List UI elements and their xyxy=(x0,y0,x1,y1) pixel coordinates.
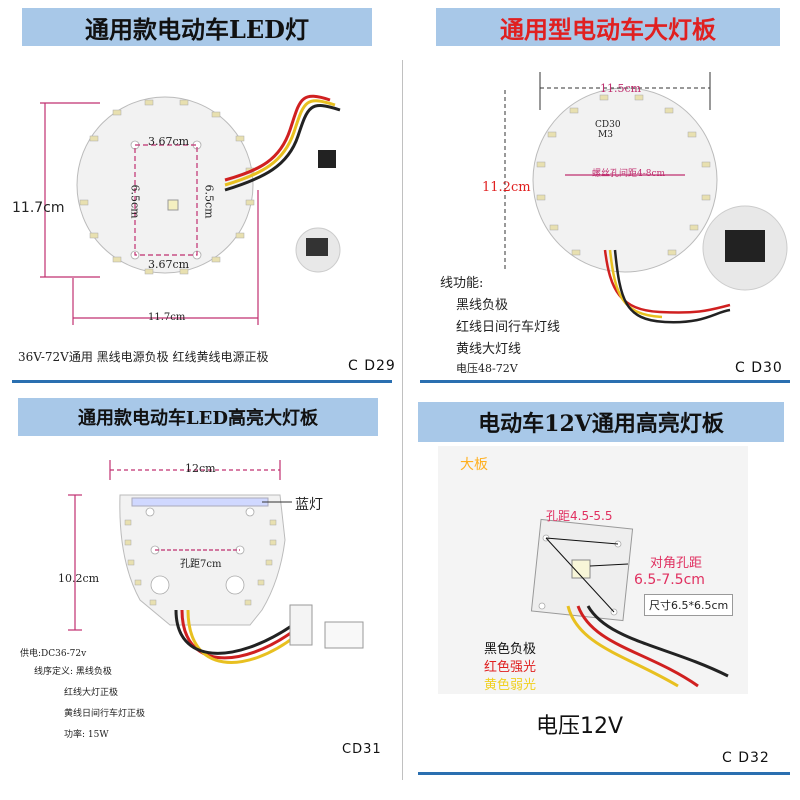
cd31-spec-3: 红线大灯正极 xyxy=(64,688,119,698)
cd31-dim-width: 12cm xyxy=(185,462,216,475)
cd31-spec-4: 黄线日间行车灯正极 xyxy=(64,709,146,719)
cd31-spec-2: 线序定义: 黑线负极 xyxy=(34,667,112,677)
cd30-divider xyxy=(420,380,790,383)
cd32-wire-black: 黑色负极 xyxy=(484,642,537,657)
cd29-dim-inner-bottom: 3.67cm xyxy=(148,258,190,271)
cd31-spec-5: 功率: 15W xyxy=(64,730,109,740)
cd31-hole-spacing: 孔距7cm xyxy=(180,559,222,570)
cd29-title: 通用款电动车LED灯 xyxy=(22,8,372,46)
cd30-voltage: 电压48-72V xyxy=(456,362,518,375)
cd32-board-diagram xyxy=(530,518,729,688)
cd31-board-diagram xyxy=(68,460,364,664)
cd32-diag-title: 对角孔距 xyxy=(650,556,703,571)
cd30-code: C D30 xyxy=(735,360,783,376)
cd32-wire-yellow: 黄色弱光 xyxy=(484,678,537,693)
cd31-spec-1: 供电:DC36-72v xyxy=(20,649,87,659)
cd29-dim-inner-top: 3.67cm xyxy=(148,135,190,148)
cd31-dim-height: 10.2cm xyxy=(58,572,100,585)
cd32-divider xyxy=(418,772,790,775)
cd30-board-code: CD30 xyxy=(595,120,621,130)
cd30-func-line-2: 红线日间行车灯线 xyxy=(456,320,561,335)
cd30-board-diagram xyxy=(504,72,788,324)
cd32-diag-range: 6.5-7.5cm xyxy=(634,572,705,588)
center-divider xyxy=(402,60,403,780)
cd30-board-sub: M3 xyxy=(598,130,613,140)
cd29-dim-inner-right: 6.5cm xyxy=(202,184,216,219)
cd32-big-label: 大板 xyxy=(460,457,488,473)
cd32-size: 尺寸6.5*6.5cm xyxy=(644,594,734,616)
cd29-dim-height: 11.7cm xyxy=(12,200,65,216)
cd32-title: 电动车12V通用高亮灯板 xyxy=(418,402,784,442)
cd29-dim-inner-left: 6.5cm xyxy=(128,184,142,219)
cd31-title: 通用款电动车LED高亮大灯板 xyxy=(18,398,378,436)
cd32-voltage: 电压12V xyxy=(536,714,624,739)
cd29-board-diagram xyxy=(40,94,341,325)
cd30-func-title: 线功能: xyxy=(440,276,484,291)
cd29-divider xyxy=(12,380,392,383)
cd29-dim-width: 11.7cm xyxy=(148,312,186,323)
cd32-code: C D32 xyxy=(722,750,770,766)
cd29-note: 36V-72V通用 黑线电源负极 红线黄线电源正极 xyxy=(18,350,269,364)
cd30-func-line-3: 黄线大灯线 xyxy=(456,342,522,357)
cd32-wire-red: 红色强光 xyxy=(484,660,537,675)
cd31-blue-light: 蓝灯 xyxy=(295,497,323,513)
cd32-hole-range: 孔距4.5-5.5 xyxy=(546,509,613,523)
cd29-code: C D29 xyxy=(348,358,396,374)
cd30-func-line-1: 黑线负极 xyxy=(456,298,509,313)
cd30-dim-height: 11.2cm xyxy=(482,180,531,195)
cd31-code: CD31 xyxy=(342,742,382,757)
cd30-dim-width: 11.5cm xyxy=(600,82,642,95)
cd30-hole-label: 螺丝孔间距4-8cm xyxy=(592,169,666,179)
cd30-title: 通用型电动车大灯板 xyxy=(436,8,780,46)
